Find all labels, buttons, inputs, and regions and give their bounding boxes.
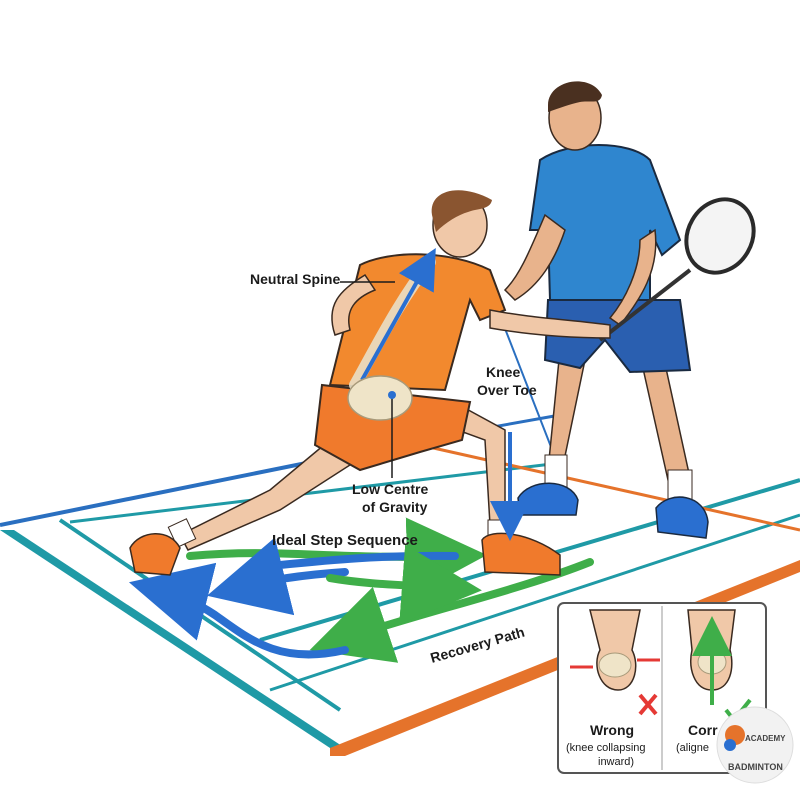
step-arrow-green-bottom xyxy=(326,544,482,625)
correct-caption-1: (aligne xyxy=(676,742,709,754)
knee-over-toe-label-2: Over Toe xyxy=(477,382,537,398)
coach-right-shoe xyxy=(655,496,709,539)
coach-right-arm xyxy=(608,228,657,327)
wrong-title: Wrong xyxy=(590,722,634,738)
coach-left-arm xyxy=(503,213,566,301)
step-arrow-blue-left xyxy=(206,537,349,616)
court-service-line xyxy=(69,461,561,524)
ideal-step-sequence-arrows xyxy=(186,517,487,625)
player-left-arm xyxy=(331,273,377,336)
wrong-caption-1: (knee collapsing xyxy=(566,742,646,754)
correct-title: Corr xyxy=(688,722,718,738)
wrong-caption-2: inward) xyxy=(598,756,634,768)
racket-head xyxy=(684,197,756,275)
coach-shorts xyxy=(543,299,692,374)
logo-text-academy: ACADEMY xyxy=(745,734,786,743)
recovery-path-label: Recovery Path xyxy=(428,624,526,666)
center-of-gravity-dot xyxy=(388,391,396,399)
player-right-arm xyxy=(489,309,611,339)
coach-right-sock xyxy=(667,469,693,501)
player-hair xyxy=(431,190,492,232)
player-back-shoe xyxy=(129,533,181,576)
logo-mark-blue xyxy=(724,739,736,751)
knee-over-toe-label-1: Knee xyxy=(486,364,520,380)
return-path-arrow xyxy=(128,562,349,659)
player-back-sock xyxy=(167,518,197,548)
logo-text-badminton: BADMINTON xyxy=(728,762,783,772)
player-front-shoe xyxy=(481,532,561,576)
low-cog-label-2: of Gravity xyxy=(362,499,428,515)
neutral-spine-label: Neutral Spine xyxy=(250,271,340,287)
academy-logo: ACADEMY BADMINTON xyxy=(716,706,794,784)
badminton-racket xyxy=(598,197,756,342)
spine-alignment-arrow xyxy=(360,248,436,381)
coach-left-sock xyxy=(544,454,568,488)
red-x-icon xyxy=(638,693,658,716)
ideal-step-label: Ideal Step Sequence xyxy=(272,532,418,549)
racket-shaft xyxy=(598,268,692,342)
knee-alignment-inset: Wrong (knee collapsing inward) Corr (ali… xyxy=(557,602,767,774)
coach-left-shoe xyxy=(517,482,579,516)
coach-hair xyxy=(548,81,602,112)
court-center-line xyxy=(419,443,800,532)
wrong-knee-joint xyxy=(598,652,632,678)
player-pelvis-bones xyxy=(347,375,413,421)
coach-figure xyxy=(503,81,709,539)
low-cog-label-1: Low Centre xyxy=(352,481,428,497)
